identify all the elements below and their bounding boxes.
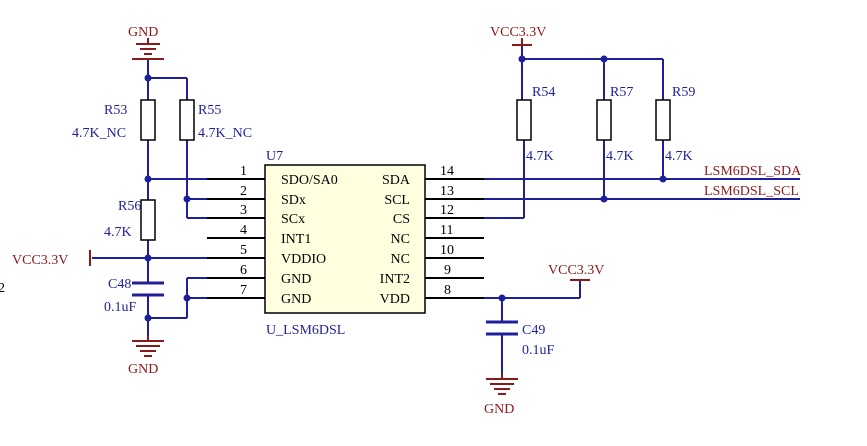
junction-dot (144, 175, 152, 183)
capacitor-value: 0.1uF (522, 343, 555, 358)
pin-name-gnd-6: GND (281, 272, 311, 287)
pin-number-11: 11 (440, 223, 453, 238)
capacitor-ref: C48 (108, 277, 131, 292)
wires (92, 45, 800, 374)
vcc-symbol-top-right (512, 38, 532, 46)
pin-number-4: 4 (240, 223, 247, 238)
resistor-ref: R59 (672, 85, 695, 100)
junction-dot (498, 294, 506, 302)
resistor-value: 4.7K (606, 149, 634, 164)
ic-part-name: U_LSM6DSL (266, 323, 345, 338)
gnd-label-top: GND (128, 25, 158, 40)
junction-dot (600, 55, 608, 63)
resistor-value: 4.7K (526, 149, 554, 164)
resistor-r56: R56 4.7K (104, 199, 156, 241)
resistor-body (179, 99, 195, 141)
pin-name-cs: CS (393, 212, 410, 227)
pin-name-int2: INT2 (380, 272, 410, 287)
pin-number-1: 1 (240, 164, 247, 179)
pin-name-sdo-sa0: SDO/SA0 (281, 173, 338, 188)
pin-number-9: 9 (444, 263, 451, 278)
resistor-ref: R53 (104, 103, 127, 118)
pin-name-nc-10: NC (391, 252, 410, 267)
junction-dot (659, 175, 667, 183)
pin-number-12: 12 (440, 203, 454, 218)
capacitor-value: 0.1uF (104, 300, 137, 315)
resistor-r54: R54 4.7K (516, 85, 555, 164)
gnd-symbol-top (132, 38, 164, 60)
capacitor-c49: C49 0.1uF (486, 320, 555, 358)
pin-number-10: 10 (440, 243, 454, 258)
pin-name-vddio: VDDIO (281, 252, 326, 267)
vcc-label-left: VCC3.3V (12, 253, 68, 268)
junction-dot (518, 55, 526, 63)
pin-number-7: 7 (240, 283, 247, 298)
resistor-value: 4.7K (104, 225, 132, 240)
pin-name-scl: SCL (384, 193, 410, 208)
net-label-sda: LSM6DSL_SDA (704, 164, 802, 179)
resistor-r53: R53 4.7K_NC (72, 99, 156, 141)
gnd-label-left-bottom: GND (128, 362, 158, 377)
pin-name-scx: SCx (281, 212, 305, 227)
pin-number-5: 5 (240, 243, 247, 258)
pin-name-nc-11: NC (391, 232, 410, 247)
resistor-ref: R56 (118, 199, 141, 214)
junction-dot (144, 254, 152, 262)
pin-name-sda: SDA (382, 173, 411, 188)
capacitor-ref: C49 (522, 323, 545, 338)
gnd-symbol-left-bottom (132, 336, 164, 357)
pin-number-6: 6 (240, 263, 247, 278)
pin-number-8: 8 (444, 283, 451, 298)
resistor-ref: R57 (610, 85, 633, 100)
resistor-ref: R54 (532, 85, 555, 100)
vcc-label-top-right: VCC3.3V (490, 25, 546, 40)
resistor-r59: R59 4.7K (655, 85, 695, 164)
resistor-body (140, 99, 156, 141)
resistor-body (140, 199, 156, 241)
resistor-body (655, 99, 671, 141)
junction-dot (600, 195, 608, 203)
resistor-ref: R55 (198, 103, 221, 118)
vcc-label-vdd: VCC3.3V (548, 263, 604, 278)
capacitor-c48: C48 0.1uF (104, 277, 164, 315)
ic-body (264, 164, 426, 314)
junction-dot (144, 314, 152, 322)
ic-designator: U7 (266, 149, 283, 164)
pin-name-gnd-7: GND (281, 292, 311, 307)
pin-name-sdx: SDx (281, 193, 306, 208)
resistor-value: 4.7K (665, 149, 693, 164)
resistor-r57: R57 4.7K (596, 85, 634, 164)
junction-dot (183, 195, 191, 203)
ic-u7: U7 U_LSM6DSL 1 2 3 4 5 6 7 SDO/SA0 SDx S… (207, 149, 484, 338)
gnd-symbol-right-bottom (486, 374, 518, 395)
pin-number-13: 13 (440, 184, 454, 199)
pin-number-14: 14 (440, 164, 454, 179)
resistor-value: 4.7K_NC (198, 126, 252, 141)
pin-name-vdd: VDD (380, 292, 410, 307)
resistor-value: 4.7K_NC (72, 126, 126, 141)
net-label-scl: LSM6DSL_SCL (704, 184, 799, 199)
junction-dots (144, 55, 667, 322)
edge-mark: 2 (0, 281, 5, 296)
pin-name-int1: INT1 (281, 232, 311, 247)
resistor-body (516, 99, 532, 141)
resistor-r55: R55 4.7K_NC (179, 99, 252, 141)
pin-number-3: 3 (240, 203, 247, 218)
pin-number-2: 2 (240, 184, 247, 199)
junction-dot (144, 74, 152, 82)
gnd-label-right-bottom: GND (484, 402, 514, 417)
junction-dot (183, 294, 191, 302)
resistor-body (596, 99, 612, 141)
